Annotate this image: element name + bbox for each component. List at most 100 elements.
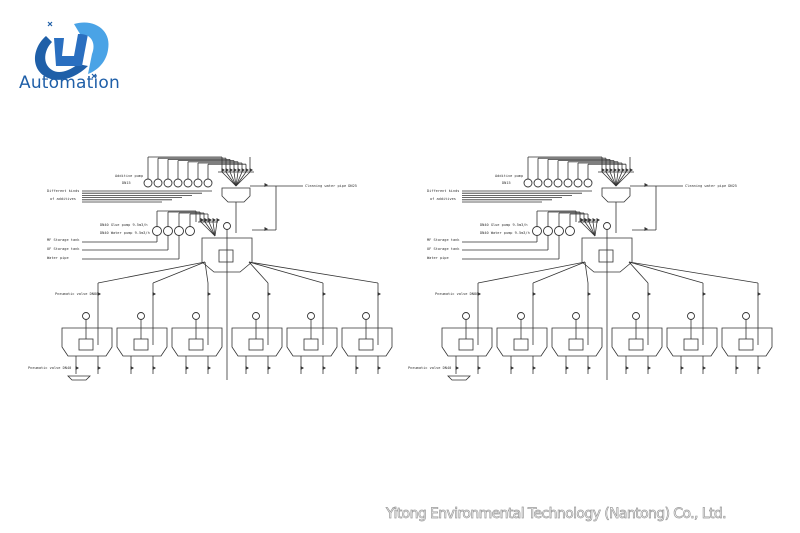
distribution-line [248,261,379,284]
motor-icon [192,312,200,320]
pipe-line [225,171,237,187]
pipe-line [615,171,631,187]
valve-icon [245,168,249,172]
pipe-line [200,221,216,237]
distribution-line [97,261,206,284]
pipe-line [594,221,598,237]
agitator-box [188,338,204,351]
pipe-line [615,171,623,187]
valve-icon [225,168,229,172]
company-footer: Yitong Environmental Technology (Nantong… [386,506,727,523]
pipe-line [613,171,617,187]
brand-name: Automation [19,73,121,93]
valve-icon [587,292,591,296]
valve-icon [264,183,268,187]
valve-icon [233,168,237,172]
valve-icon [617,168,621,172]
motor-icon [82,312,90,320]
valve-icon [580,218,584,222]
motor-icon [252,312,260,320]
label-additive-pump-size: DN15 [502,181,511,185]
agitator-box [358,338,374,351]
label-additives-2: of additives [430,197,456,201]
valve-icon [322,366,326,370]
valve-icon [647,292,651,296]
label-valve-dn80: Pneumatic valve DN80 [55,292,98,296]
agitator-box [248,338,264,351]
valve-icon [75,366,79,370]
valve-icon [377,366,381,370]
additive-pump-icon [563,178,573,188]
valve-icon [605,168,609,172]
additive-pump-icon [193,178,203,188]
additive-pump-icon [553,178,563,188]
main-mixing-tank [581,237,633,273]
valve-icon [221,168,225,172]
distribution-line [628,261,704,284]
valve-icon [377,292,381,296]
valve-icon [702,366,706,370]
label-water-pipe: Water pipe [427,256,449,260]
mixing-tank [611,327,663,357]
additive-pump-icon [183,178,193,188]
valve-icon [735,366,739,370]
mixing-tank [441,327,493,357]
valve-icon [757,292,761,296]
mixing-tank [341,327,393,357]
label-uf-tank: UF Storage tank [427,247,460,251]
valve-icon [229,168,233,172]
mixing-tank [61,327,113,357]
pipe-line [609,171,617,187]
mixing-tank [496,327,548,357]
agitator-box [303,338,319,351]
mixing-tank [551,327,603,357]
pipe-line [615,171,627,187]
valve-icon [185,366,189,370]
valve-icon [207,366,211,370]
valve-icon [613,168,617,172]
valve-icon [629,168,633,172]
additive-pump-icon [533,178,543,188]
valve-icon [152,292,156,296]
valve-icon [587,366,591,370]
cleaning-tank [221,187,251,203]
label-cleaning-pipe: Cleaning water pipe DN25 [685,184,737,188]
main-pump-icon [543,226,553,236]
valve-icon [644,227,648,231]
valve-icon [477,366,481,370]
label-mf-tank: MF Storage tank [427,238,460,242]
label-valve-dn40: Pneumatic valve DN40 [408,366,451,370]
distribution-line [152,261,206,284]
valve-icon [216,218,220,222]
valve-icon [680,366,684,370]
distribution-line [628,261,759,284]
valve-icon [97,366,101,370]
pipe-line [233,171,237,187]
mixing-tank [286,327,338,357]
distribution-line [248,261,269,284]
mixing-tank [171,327,223,357]
valve-icon [625,366,629,370]
agitator-box [598,249,614,263]
agitator-box [683,338,699,351]
valve-icon [200,218,204,222]
pipe-line [592,221,596,237]
additive-pump-icon [203,178,213,188]
mixing-tank [231,327,283,357]
pipe-line [605,171,617,187]
additive-pump-icon [173,178,183,188]
label-water-pump: DN40 Water pump 9-5m3/h [100,231,150,235]
motor-icon [137,312,145,320]
motor-icon [517,312,525,320]
main-pump-icon [152,226,162,236]
pipe-line [214,221,218,237]
pipe-line [584,221,596,237]
main-pump-icon [185,226,195,236]
pipe-line [204,221,216,237]
agitator-box [513,338,529,351]
valve-icon [322,292,326,296]
motor-icon [462,312,470,320]
label-additive-pump: Additive pump [115,174,143,178]
